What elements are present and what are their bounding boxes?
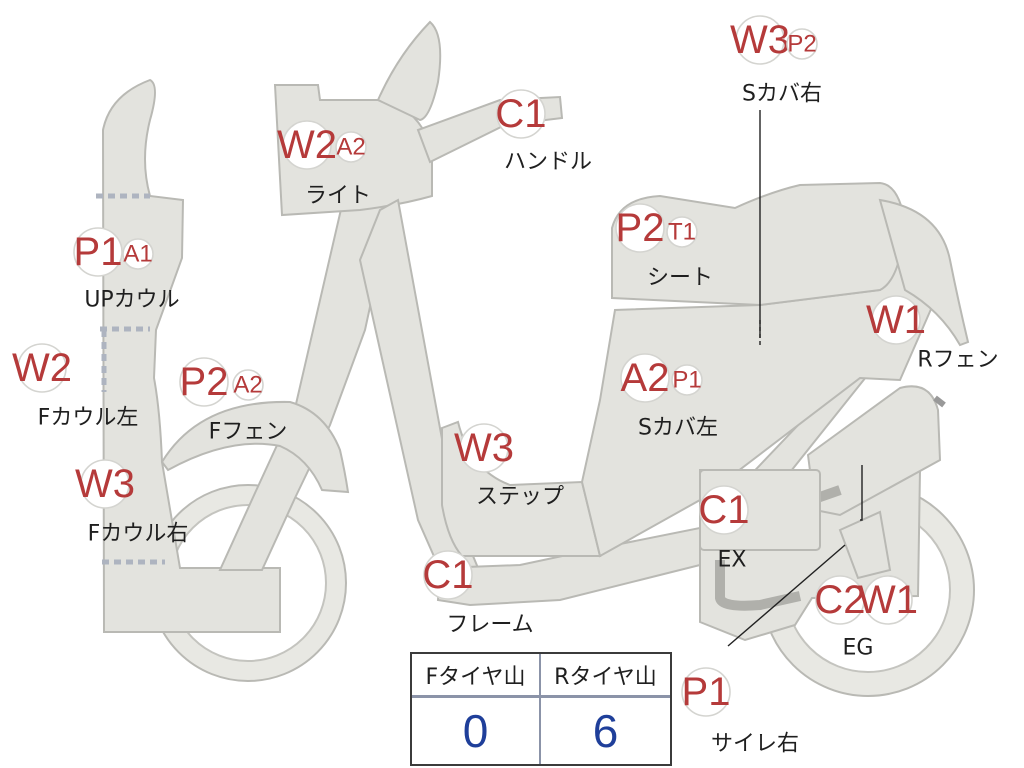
damage-code-badge <box>699 485 749 535</box>
part-group-muffler-right: P1 サイレ右 <box>681 667 799 757</box>
front-tire-tread-header: Fタイヤ山 <box>412 654 541 698</box>
part-name-label: ハンドル <box>504 150 592 175</box>
damage-code: W3 <box>75 462 135 506</box>
windscreen-shape <box>376 20 442 122</box>
rear-tire-tread-header: Rタイヤ山 <box>541 654 670 698</box>
damage-code: C2 <box>814 578 865 622</box>
damage-code: C1 <box>495 92 546 136</box>
damage-code-badge <box>459 423 509 473</box>
damage-code-badge <box>666 216 698 248</box>
damage-code: P2 <box>180 360 229 404</box>
damage-code-badge <box>671 364 703 396</box>
damage-code-badge <box>423 550 473 600</box>
front-fender-shape <box>160 400 350 494</box>
damage-code-badge <box>179 357 229 407</box>
damage-code-badge <box>620 353 670 403</box>
damage-code: W1 <box>858 578 918 622</box>
part-name-label: Fカウル右 <box>88 522 189 547</box>
damage-code: P1 <box>74 230 123 274</box>
damage-code-badge <box>122 238 154 270</box>
front-tire-tread-value: 0 <box>412 698 541 764</box>
part-name-label: Rフェン <box>917 348 998 373</box>
damage-code: C1 <box>698 488 749 532</box>
damage-code: P1 <box>682 670 731 714</box>
damage-code: T1 <box>668 219 696 246</box>
damage-code: W3 <box>454 426 514 470</box>
damage-code-badge <box>786 28 818 60</box>
part-name-label: Sカバ左 <box>638 416 718 441</box>
damage-code-badge <box>735 15 785 65</box>
part-group-frame: C1 フレーム <box>422 550 534 638</box>
damage-code: P2 <box>787 31 816 58</box>
shock-absorber-shape <box>838 510 892 580</box>
damage-code: P2 <box>616 206 665 250</box>
damage-code-badge <box>496 89 546 139</box>
part-name-label: サイレ右 <box>711 732 799 757</box>
damage-code-badge <box>232 369 264 401</box>
damage-code-badge <box>681 667 731 717</box>
damage-code: P1 <box>672 367 701 394</box>
damage-code: C1 <box>422 553 473 597</box>
front-cowl-shape <box>101 78 281 633</box>
damage-code: A2 <box>621 356 670 400</box>
part-name-label: ステップ <box>476 485 564 510</box>
part-group-step: W3 ステップ <box>454 423 564 510</box>
part-name-label: Fフェン <box>209 420 288 445</box>
part-name-label: EG <box>843 636 874 661</box>
rear-fender-shape <box>878 198 970 347</box>
part-name-label: EX <box>718 548 747 573</box>
damage-code-badge <box>335 131 367 163</box>
part-group-handle: C1 ハンドル <box>495 89 592 175</box>
part-name-label: Fカウル左 <box>38 406 139 431</box>
part-name-label: シート <box>647 266 713 291</box>
damage-code-badge <box>17 343 67 393</box>
engine-cover-shape <box>806 385 942 517</box>
part-name-label: Sカバ右 <box>742 82 822 107</box>
damage-code-badge <box>871 295 921 345</box>
tire-tread-table: Fタイヤ山 Rタイヤ山 0 6 <box>410 652 672 766</box>
damage-code-badge <box>73 227 123 277</box>
seat-shape <box>611 181 907 307</box>
damage-code: W2 <box>277 123 337 167</box>
damage-code-badge <box>863 575 913 625</box>
damage-code-badge <box>615 203 665 253</box>
part-name-label: UPカウル <box>84 288 179 313</box>
damage-code-badge <box>80 459 130 509</box>
rear-tire-tread-value: 6 <box>592 705 619 757</box>
damage-code: W3 <box>730 18 790 62</box>
damage-code-badge <box>282 120 332 170</box>
damage-code: W1 <box>866 298 926 342</box>
damage-code: A2 <box>233 372 262 399</box>
part-name-label: フレーム <box>446 613 533 638</box>
damage-code: A2 <box>336 134 365 161</box>
part-name-label: ライト <box>305 184 371 209</box>
damage-code: A1 <box>123 241 152 268</box>
damage-code: W2 <box>12 346 72 390</box>
